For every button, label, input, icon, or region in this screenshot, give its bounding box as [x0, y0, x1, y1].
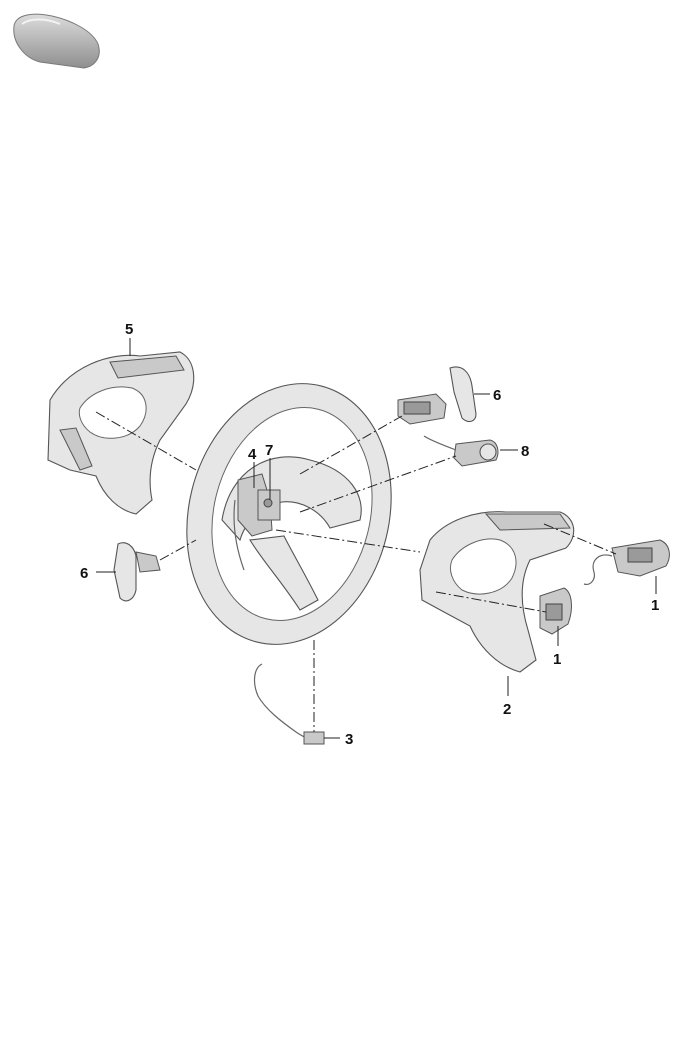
callout-1-lower: 1 [553, 651, 561, 668]
car-silhouette-icon [13, 13, 100, 69]
paddle-shifter-right [397, 366, 477, 425]
callout-1-right: 1 [651, 597, 659, 614]
assembly-lines [95, 411, 617, 732]
callout-8: 8 [521, 443, 529, 460]
lower-trim-cover [419, 511, 575, 673]
steering-wheel [186, 383, 392, 645]
callout-5: 5 [125, 321, 133, 338]
paddle-shifter-left [113, 542, 161, 602]
upper-trim-cover [47, 351, 195, 515]
callout-7: 7 [265, 442, 273, 459]
callout-6-left: 6 [80, 565, 88, 582]
leader-lines [96, 338, 657, 739]
callout-2: 2 [503, 701, 511, 718]
callout-6-right: 6 [493, 387, 501, 404]
control-unit [423, 435, 499, 467]
callout-3: 3 [345, 731, 353, 748]
callout-4: 4 [248, 446, 257, 463]
switch-module-lower [539, 587, 572, 635]
switch-module-right [583, 539, 670, 585]
